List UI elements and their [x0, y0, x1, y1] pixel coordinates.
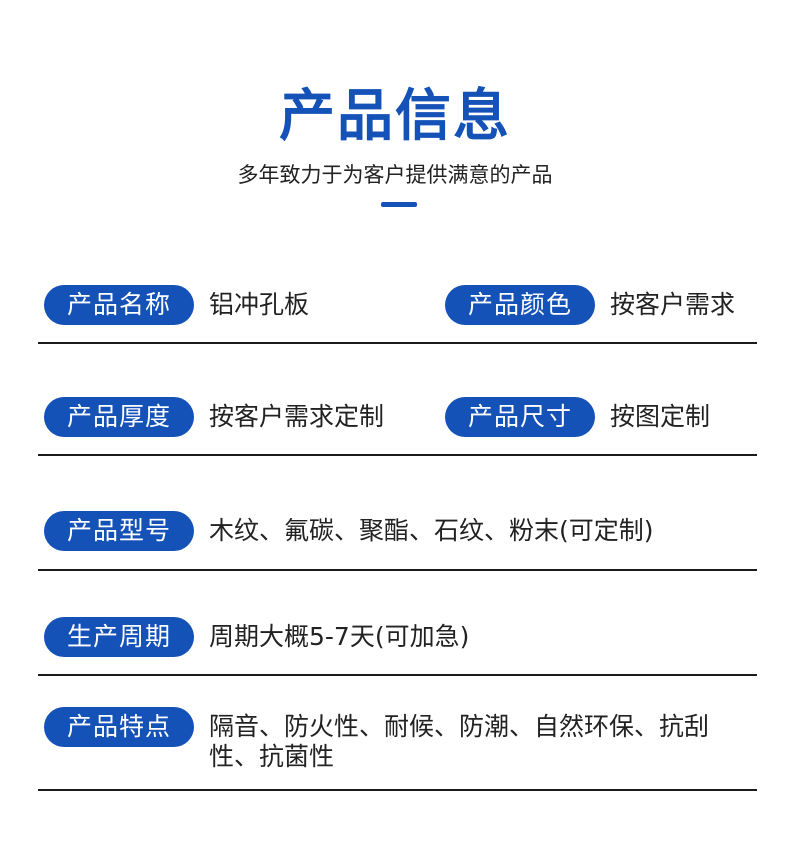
- label-pill: 生产周期: [44, 617, 194, 657]
- field-product-thickness: 产品厚度 按客户需求定制: [44, 397, 384, 437]
- row-divider: [38, 454, 757, 456]
- label-pill: 产品颜色: [445, 285, 595, 325]
- row-divider: [38, 789, 757, 791]
- label-pill: 产品型号: [44, 511, 194, 551]
- row-divider: [38, 674, 757, 676]
- field-value: 铝冲孔板: [209, 290, 310, 319]
- label-pill: 产品尺寸: [445, 397, 595, 437]
- field-value: 周期大概5-7天(可加急): [209, 622, 470, 651]
- row-divider: [38, 569, 757, 571]
- info-row-features: 产品特点 隔音、防火性、耐候、防潮、自然环保、抗刮性、抗菌性: [38, 707, 757, 792]
- info-row-cycle: 生产周期 周期大概5-7天(可加急): [38, 617, 757, 677]
- field-product-features: 产品特点 隔音、防火性、耐候、防潮、自然环保、抗刮性、抗菌性: [44, 707, 709, 772]
- field-product-size: 产品尺寸 按图定制: [445, 397, 710, 437]
- field-product-color: 产品颜色 按客户需求: [445, 285, 735, 325]
- field-value: 隔音、防火性、耐候、防潮、自然环保、抗刮性、抗菌性: [209, 712, 710, 771]
- label-pill: 产品厚度: [44, 397, 194, 437]
- label-pill: 产品名称: [44, 285, 194, 325]
- field-product-name: 产品名称 铝冲孔板: [44, 285, 309, 325]
- label-pill: 产品特点: [44, 707, 194, 747]
- field-value: 按客户需求定制: [209, 402, 385, 431]
- title-accent-bar: [381, 202, 417, 207]
- info-row-name-color: 产品名称 铝冲孔板 产品颜色 按客户需求: [38, 285, 757, 345]
- page-title: 产品信息: [279, 84, 511, 149]
- field-value: 木纹、氟碳、聚酯、石纹、粉末(可定制): [209, 516, 654, 545]
- field-value: 按图定制: [610, 402, 711, 431]
- info-row-thickness-size: 产品厚度 按客户需求定制 产品尺寸 按图定制: [38, 397, 757, 457]
- field-product-model: 产品型号 木纹、氟碳、聚酯、石纹、粉末(可定制): [44, 511, 654, 551]
- info-row-model: 产品型号 木纹、氟碳、聚酯、石纹、粉末(可定制): [38, 511, 757, 571]
- field-production-cycle: 生产周期 周期大概5-7天(可加急): [44, 617, 469, 657]
- page-subtitle: 多年致力于为客户提供满意的产品: [237, 163, 553, 187]
- row-divider: [38, 342, 757, 344]
- field-value: 按客户需求: [610, 290, 736, 319]
